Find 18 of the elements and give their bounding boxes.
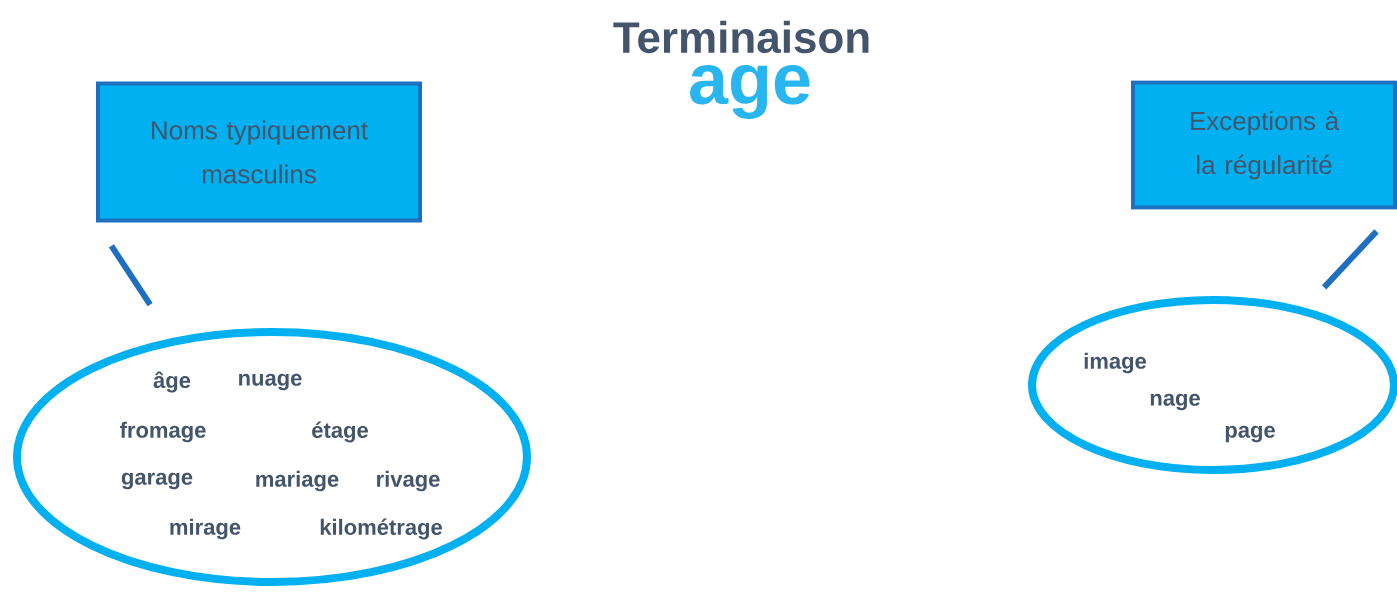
word: mariage bbox=[256, 470, 339, 492]
title: Terminaison bbox=[613, 20, 869, 54]
word: nuage bbox=[239, 373, 302, 391]
connector-line bbox=[108, 244, 153, 307]
word: image bbox=[1084, 352, 1147, 374]
connector-line bbox=[1321, 229, 1379, 290]
word: mirage bbox=[170, 518, 241, 540]
word: âge bbox=[153, 371, 191, 393]
category-box: Exceptions à la régularité bbox=[1131, 80, 1397, 210]
category-box: Noms typiquement masculins bbox=[96, 81, 422, 223]
word: fromage bbox=[120, 421, 206, 443]
word: étage bbox=[312, 421, 368, 443]
subtitle: age bbox=[690, 65, 810, 119]
word: garage bbox=[121, 472, 193, 490]
word: rivage bbox=[377, 470, 440, 492]
word: kilométrage bbox=[320, 518, 442, 540]
word: nage bbox=[1150, 393, 1200, 411]
word: page bbox=[1225, 425, 1275, 443]
